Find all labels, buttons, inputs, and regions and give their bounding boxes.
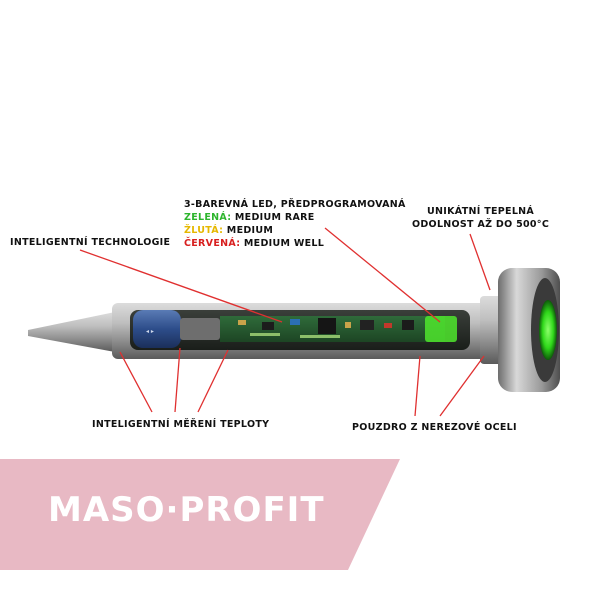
leader-heat: [469, 233, 491, 291]
leader-lines: [79, 227, 491, 417]
leader-temp-3: [197, 349, 229, 413]
probe-sensor-bar: [180, 318, 220, 340]
probe-tip: [28, 312, 115, 352]
led-color-yellow: ŽLUTÁ:: [184, 225, 224, 236]
label-stainless-steel-case: POUZDRO Z NEREZOVÉ OCELI: [352, 422, 517, 433]
label-heat-resistance: UNIKÁTNÍ TEPELNÁ ODOLNOST AŽ DO 500°C: [412, 205, 549, 231]
leader-tech: [79, 249, 283, 323]
probe-led: [425, 316, 457, 342]
label-intelligent-technology: INTELIGENTNÍ TECHNOLOGIE: [10, 237, 171, 248]
led-row-green: ZELENÁ: MEDIUM RARE: [184, 211, 406, 224]
led-description: 3-BAREVNÁ LED, PŘEDPROGRAMOVANÁ ZELENÁ: …: [184, 198, 406, 250]
led-level-green: MEDIUM RARE: [231, 212, 315, 223]
probe-led-glow: [539, 300, 557, 360]
svg-text:◂ ▸: ◂ ▸: [146, 328, 154, 335]
leader-led: [324, 227, 441, 323]
led-title: 3-BAREVNÁ LED, PŘEDPROGRAMOVANÁ: [184, 199, 406, 210]
probe-battery: [133, 310, 181, 348]
heat-line-1: UNIKÁTNÍ TEPELNÁ: [427, 206, 535, 217]
led-color-red: ČERVENÁ:: [184, 238, 241, 249]
led-level-yellow: MEDIUM: [223, 225, 274, 236]
led-row-red: ČERVENÁ: MEDIUM WELL: [184, 237, 406, 250]
probe-collar: [480, 296, 502, 364]
leader-temp-1: [119, 351, 153, 413]
leader-steel-2: [439, 355, 485, 417]
led-row-yellow: ŽLUTÁ: MEDIUM: [184, 224, 406, 237]
leader-temp-2: [174, 347, 181, 413]
brand-banner: [0, 459, 400, 570]
brand-logo-text: MASO·PROFIT: [48, 490, 325, 530]
leader-steel-1: [414, 355, 421, 417]
led-level-red: MEDIUM WELL: [240, 238, 325, 249]
heat-line-2: ODOLNOST AŽ DO 500°C: [412, 219, 550, 230]
label-temperature-measurement: INTELIGENTNÍ MĚŘENÍ TEPLOTY: [92, 419, 270, 430]
led-color-green: ZELENÁ:: [184, 212, 232, 223]
